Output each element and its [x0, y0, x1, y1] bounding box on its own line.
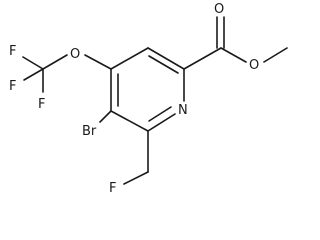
bond-c3-br — [99, 110, 112, 123]
bond-o-ester-methyl — [263, 47, 288, 63]
atom-label-f2: F — [9, 79, 16, 94]
bond-c2-c3 — [110, 110, 149, 132]
bond-c5-c6-inner — [148, 55, 179, 74]
atom-label-f1: F — [9, 44, 16, 59]
bond-c5-c6 — [147, 47, 185, 70]
atom-label-o-ether: O — [70, 47, 80, 62]
bond-c4-o-ether — [84, 54, 112, 70]
bond-carbonyl-c-o-ester — [220, 47, 247, 63]
molecule-structure-diagram: F F F O O O N Br F — [9, 2, 288, 196]
bond-n-c2-inner — [148, 106, 172, 122]
bond-cf3-f-top — [22, 56, 44, 70]
atom-label-br: Br — [82, 124, 97, 139]
bond-n-c2 — [147, 113, 176, 132]
bond-ch2-f — [123, 171, 149, 185]
bonds — [22, 16, 288, 185]
bond-c6-carbonyl-c — [183, 47, 222, 70]
atom-label-n-ring: N — [178, 103, 188, 118]
atom-label-f3: F — [38, 97, 45, 112]
atom-label-o-ester: O — [249, 58, 259, 73]
bond-cf3-f-left — [23, 68, 44, 81]
bond-c4-c5 — [110, 47, 149, 70]
atom-label-f-methyl: F — [109, 181, 116, 196]
bond-o-ether-cf3 — [42, 54, 68, 70]
atom-label-o-carbonyl: O — [214, 2, 224, 17]
atom-labels: F F F O O O N Br F — [9, 2, 259, 196]
